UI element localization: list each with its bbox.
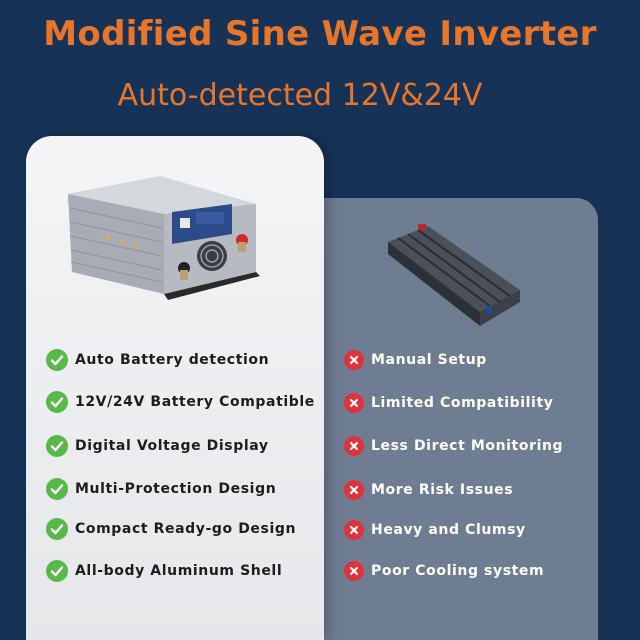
cross-icon xyxy=(344,393,364,413)
check-icon xyxy=(46,435,68,457)
check-icon xyxy=(46,349,68,371)
feature-label: Multi-Protection Design xyxy=(75,481,277,497)
check-icon xyxy=(46,518,68,540)
check-icon xyxy=(46,478,68,500)
drawback-item: Heavy and Clumsy xyxy=(344,520,526,540)
cross-icon xyxy=(344,561,364,581)
feature-label: Digital Voltage Display xyxy=(75,438,269,454)
drawback-label: Poor Cooling system xyxy=(371,563,545,579)
check-icon xyxy=(46,560,68,582)
feature-item: Multi-Protection Design xyxy=(46,478,276,500)
feature-label: 12V/24V Battery Compatible xyxy=(75,394,315,410)
cross-icon xyxy=(344,520,364,540)
feature-item: Compact Ready-go Design xyxy=(46,518,296,540)
drawback-label: Manual Setup xyxy=(371,352,487,368)
page-subtitle: Auto-detected 12V&24V xyxy=(117,78,483,113)
cross-icon xyxy=(344,436,364,456)
drawback-label: Limited Compatibility xyxy=(371,395,554,411)
competitor-inverter-image xyxy=(388,224,520,326)
drawback-label: Heavy and Clumsy xyxy=(371,522,526,538)
drawback-item: Poor Cooling system xyxy=(344,561,544,581)
cross-icon xyxy=(344,350,364,370)
drawback-item: Limited Compatibility xyxy=(344,393,553,413)
feature-label: All-body Aluminum Shell xyxy=(75,563,283,579)
drawback-label: Less Direct Monitoring xyxy=(371,438,564,454)
drawback-label: More Risk Issues xyxy=(371,482,514,498)
feature-item: Digital Voltage Display xyxy=(46,435,269,457)
cross-icon xyxy=(344,480,364,500)
feature-label: Auto Battery detection xyxy=(75,352,270,368)
feature-item: Auto Battery detection xyxy=(46,349,269,371)
feature-item: 12V/24V Battery Compatible xyxy=(46,391,315,413)
drawback-item: Less Direct Monitoring xyxy=(344,436,563,456)
page-title: Modified Sine Wave Inverter xyxy=(43,14,597,54)
check-icon xyxy=(46,391,68,413)
inverter-product-image xyxy=(68,176,260,300)
feature-label: Compact Ready-go Design xyxy=(75,521,297,537)
drawback-item: Manual Setup xyxy=(344,350,487,370)
drawback-item: More Risk Issues xyxy=(344,480,513,500)
feature-item: All-body Aluminum Shell xyxy=(46,560,282,582)
